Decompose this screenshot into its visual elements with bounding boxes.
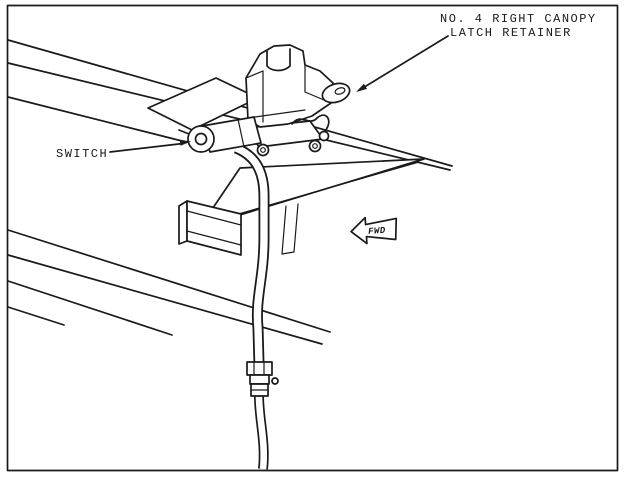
fwd-arrow-shape: [350, 216, 398, 245]
drain-tube: [233, 142, 279, 470]
switch-label: SWITCH: [56, 147, 108, 161]
switch-body: [178, 116, 262, 153]
retainer-leader-line: [361, 35, 449, 90]
fwd-direction-arrow: FWD: [350, 216, 398, 245]
support-bracket: [178, 200, 242, 256]
retainer-label-line2: LATCH RETAINER: [450, 26, 572, 40]
switch-wire: [291, 114, 330, 133]
clamp-bolt: [271, 377, 279, 385]
switch-callout: SWITCH: [56, 139, 191, 161]
latch-retainer-bracket: [245, 44, 351, 157]
retainer-label-line1: NO. 4 RIGHT CANOPY: [440, 12, 597, 26]
tube-coupling-nut: [246, 361, 273, 376]
switch-pin: [178, 129, 190, 135]
retainer-leader-arrowhead: [356, 83, 367, 92]
figure-border: [6, 4, 619, 472]
wire-fitting: [318, 130, 330, 142]
retainer-callout: NO. 4 RIGHT CANOPY LATCH RETAINER: [356, 12, 597, 92]
latch-notch: [266, 48, 291, 72]
fwd-arrow-label: FWD: [368, 226, 386, 237]
switch-leader-line: [109, 142, 184, 153]
mounting-bolt: [256, 143, 270, 157]
switch-leader-arrowhead: [179, 139, 191, 146]
mounting-bolt: [308, 139, 322, 153]
under-plate-web: [281, 203, 299, 255]
tube-sleeve: [249, 374, 270, 385]
